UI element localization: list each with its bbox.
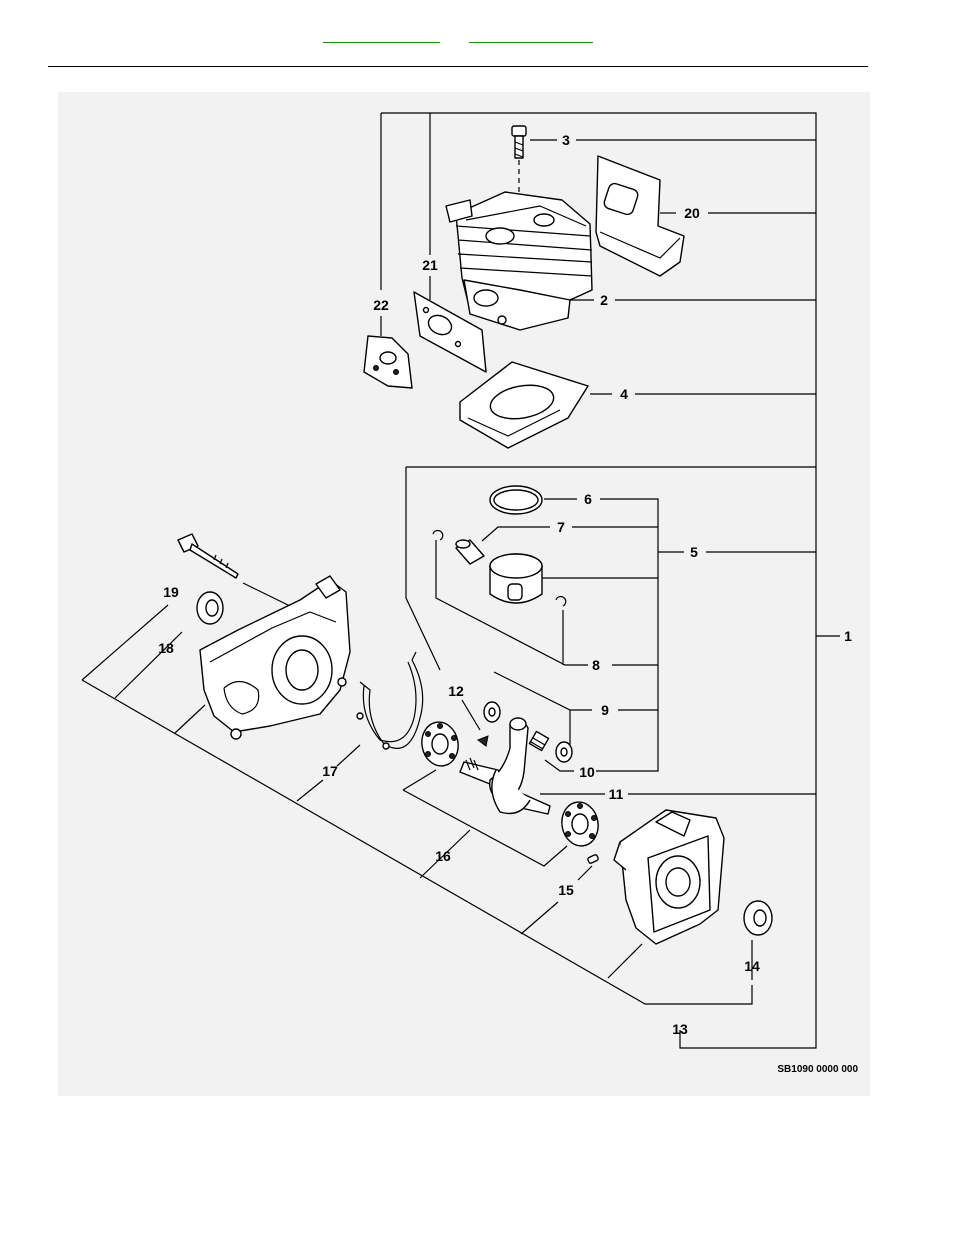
- leader-lines: [81, 112, 840, 1049]
- thrust-washers: [483, 701, 573, 763]
- crankcase-right: [613, 809, 725, 945]
- callout-3: 3: [562, 132, 570, 148]
- piston-pin: [455, 539, 485, 565]
- callout-6: 6: [584, 491, 592, 507]
- intake-gasket: [413, 291, 487, 373]
- callout-8: 8: [592, 657, 600, 673]
- piston: [489, 553, 543, 604]
- callout-11: 11: [609, 786, 624, 802]
- diagram-code: SB1090 0000 000: [777, 1064, 858, 1075]
- callout-9: 9: [601, 702, 609, 718]
- callout-20: 20: [684, 205, 700, 221]
- oil-seal-right: [743, 900, 773, 936]
- insulator-gasket: [363, 335, 413, 389]
- callout-7: 7: [557, 519, 565, 535]
- crankcase-left: [199, 575, 351, 740]
- callout-16: 16: [435, 848, 451, 864]
- crankcase-gasket: [356, 651, 424, 750]
- cylinder: [445, 191, 593, 331]
- oil-seal-left: [196, 591, 224, 625]
- callout-14: 14: [744, 958, 760, 974]
- heat-shield: [595, 155, 685, 277]
- callout-19: 19: [163, 584, 179, 600]
- crankshaft: [459, 717, 551, 815]
- callout-4: 4: [620, 386, 628, 402]
- callout-12: 12: [448, 683, 464, 699]
- main-bearing-left: [421, 721, 459, 767]
- callout-17: 17: [322, 763, 338, 779]
- dowel-pin: [587, 854, 599, 864]
- callout-18: 18: [158, 640, 174, 656]
- next-page-link[interactable]: [469, 30, 593, 43]
- base-gasket: [459, 361, 589, 449]
- callout-5: 5: [690, 544, 698, 560]
- prev-page-link[interactable]: [323, 30, 440, 43]
- piston-pin-clips: [432, 530, 567, 607]
- callout-2: 2: [600, 292, 608, 308]
- piston-ring: [489, 485, 543, 515]
- crankcase-bolt: [177, 533, 239, 579]
- callout-21: 21: [422, 257, 438, 273]
- crankshaft-key: [476, 735, 489, 747]
- callout-labels: 1 2 3 4 5 6 7 8 9 10 11 12 13 14 15 16 1…: [158, 132, 858, 1075]
- callout-15: 15: [558, 882, 574, 898]
- needle-bearing: [528, 730, 550, 752]
- callout-13: 13: [672, 1021, 688, 1037]
- callout-22: 22: [373, 297, 389, 313]
- callout-10: 10: [579, 764, 595, 780]
- header-rule: [48, 66, 868, 67]
- callout-1: 1: [844, 628, 852, 644]
- main-bearing-right: [561, 801, 599, 847]
